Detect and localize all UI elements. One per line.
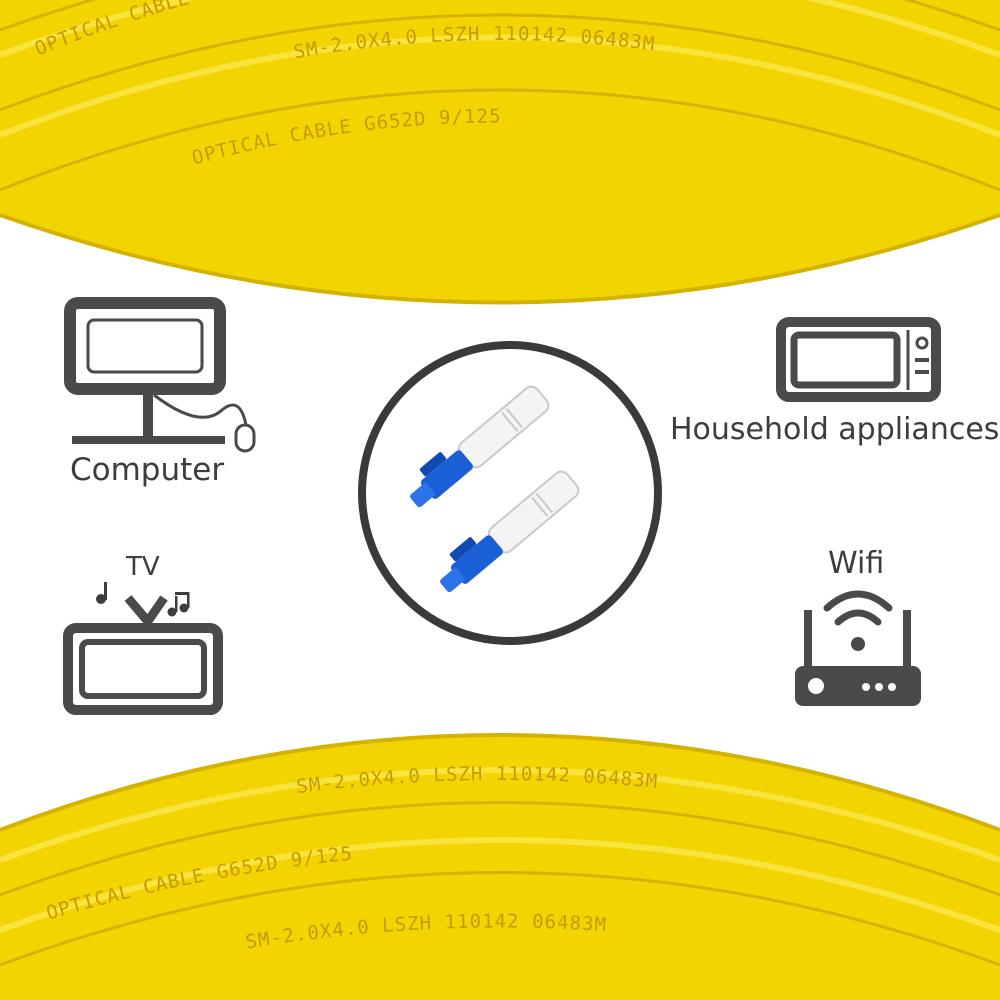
wifi-label: Wifi — [828, 546, 885, 581]
bottom-cable-coil: SM-2.0X4.0 LSZH 110142 06483M OPTICAL CA… — [0, 733, 1000, 1000]
computer-label: Computer — [70, 452, 225, 488]
connector-1 — [410, 385, 550, 508]
household-appliances-label: Household appliances — [670, 412, 1000, 447]
microwave-icon — [776, 317, 941, 402]
music-note-icon — [96, 582, 190, 617]
tv-icon — [63, 582, 223, 715]
lc-connector-icon — [358, 341, 662, 645]
computer-icon — [64, 297, 256, 453]
tv-label: TV — [126, 552, 160, 582]
wifi-router-icon — [795, 590, 921, 706]
connector-2 — [440, 470, 580, 593]
top-cable-coil: OPTICAL CABLE G652D 9/125 SM-2.0X4.0 LSZ… — [0, 0, 1000, 305]
